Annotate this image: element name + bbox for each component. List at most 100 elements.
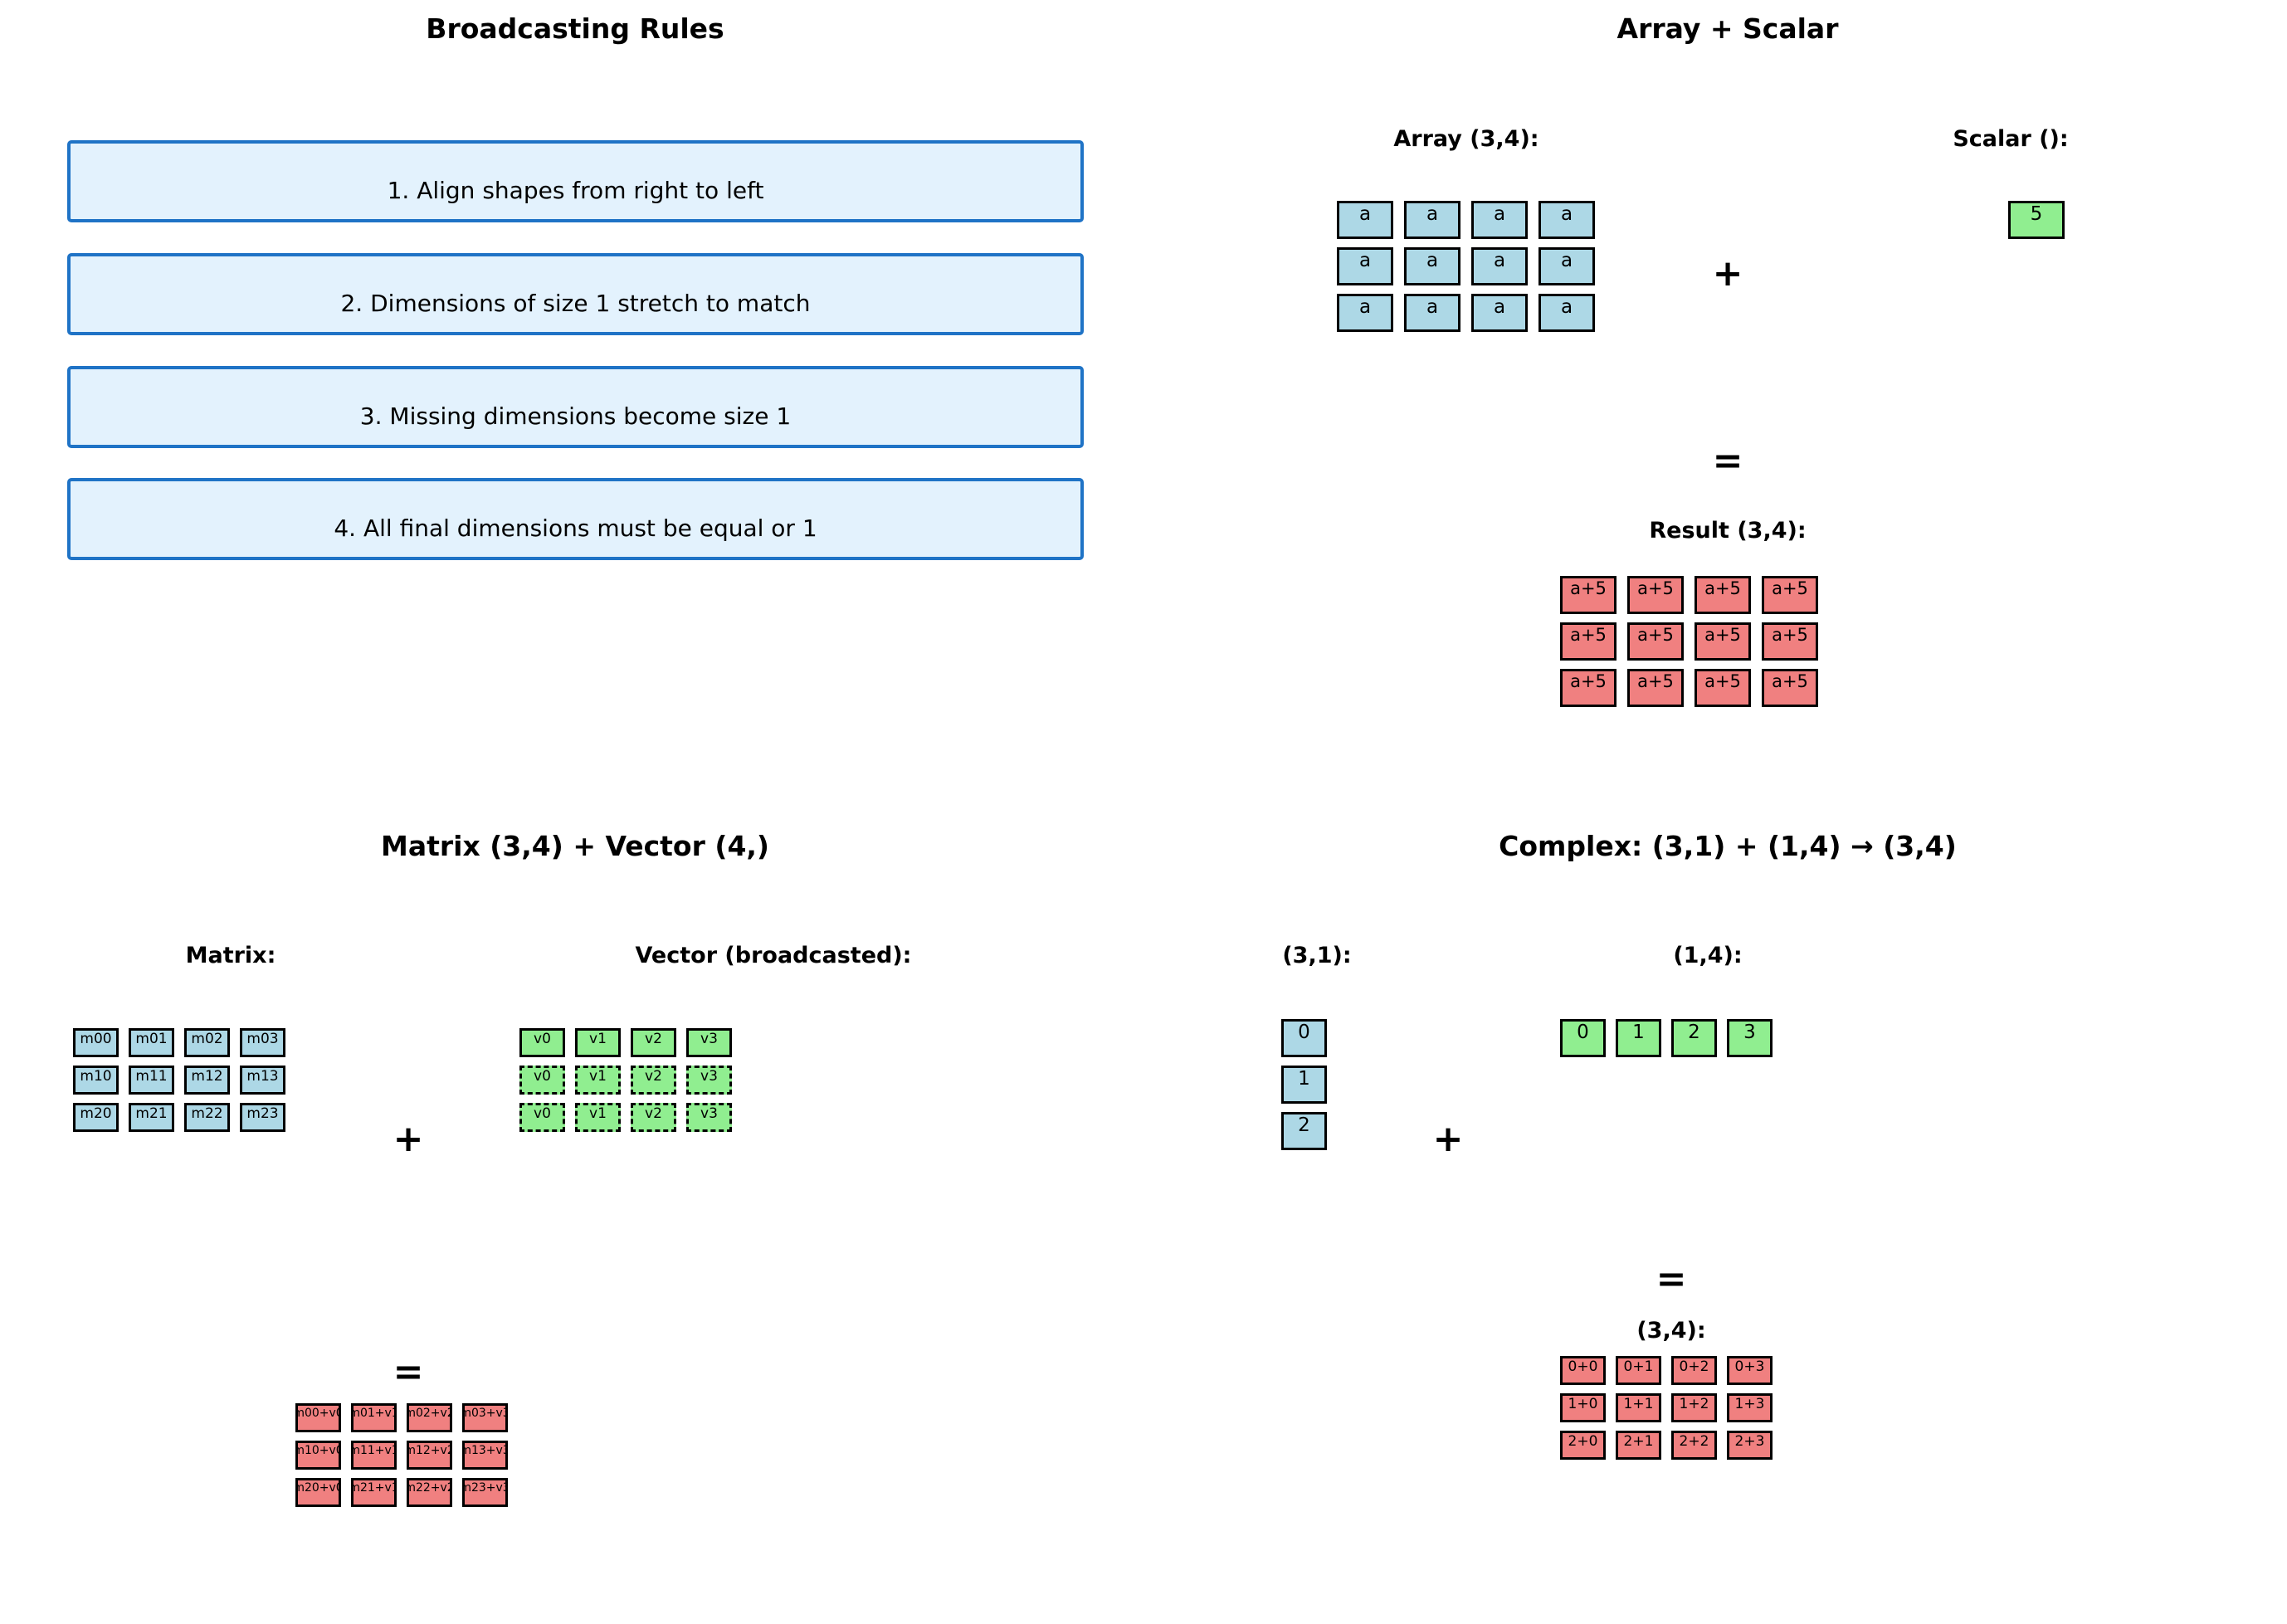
- vector-cell: v0: [519, 1103, 565, 1132]
- matrix-cell: m00: [73, 1028, 119, 1057]
- plus-operator: +: [1712, 252, 1743, 295]
- result-cell: a+5: [1560, 576, 1617, 614]
- array-cell: a: [1337, 247, 1393, 285]
- result-cell: 1+1: [1616, 1393, 1661, 1422]
- result-cell: a+5: [1627, 576, 1684, 614]
- rule-box-4: 4. All final dimensions must be equal or…: [67, 478, 1084, 560]
- matrix-cell: m22: [184, 1103, 230, 1132]
- matrix-cell: m20: [73, 1103, 119, 1132]
- result-cell: m22+v2: [407, 1478, 452, 1507]
- plus-operator: +: [393, 1118, 424, 1160]
- vector-cell: v2: [631, 1066, 676, 1095]
- rule-box-2: 2. Dimensions of size 1 stretch to match: [67, 253, 1084, 335]
- vector-cell: v3: [686, 1066, 732, 1095]
- matrix-cell: m11: [129, 1066, 174, 1095]
- result-cell: m23+v3: [462, 1478, 508, 1507]
- matrix-cell: m03: [240, 1028, 285, 1057]
- vector-cell: v3: [686, 1028, 732, 1057]
- matrix-cell: m13: [240, 1066, 285, 1095]
- result-cell: 2+3: [1727, 1431, 1773, 1460]
- matrix-cell: m21: [129, 1103, 174, 1132]
- col-cell: 2: [1281, 1112, 1327, 1150]
- col-shape-label: (3,1):: [1282, 943, 1352, 968]
- rule-text-2: 2. Dimensions of size 1 stretch to match: [340, 290, 811, 317]
- result-cell: m20+v0: [295, 1478, 341, 1507]
- result-cell: 2+2: [1671, 1431, 1717, 1460]
- panel-title-array-scalar: Array + Scalar: [1617, 12, 1839, 45]
- matrix-cell: m02: [184, 1028, 230, 1057]
- result-cell: m01+v1: [351, 1403, 397, 1432]
- vector-cell: v3: [686, 1103, 732, 1132]
- array-label: Array (3,4):: [1393, 126, 1539, 152]
- result-cell: a+5: [1560, 669, 1617, 707]
- result-label: Result (3,4):: [1649, 518, 1807, 544]
- array-cell: a: [1471, 201, 1528, 239]
- rule-box-1: 1. Align shapes from right to left: [67, 140, 1084, 222]
- matrix-cell: m23: [240, 1103, 285, 1132]
- array-cell: a: [1337, 201, 1393, 239]
- result-cell: 0+1: [1616, 1356, 1661, 1385]
- result-cell: 0+3: [1727, 1356, 1773, 1385]
- vector-cell: v2: [631, 1103, 676, 1132]
- array-cell: a: [1538, 294, 1595, 332]
- result-cell: a+5: [1560, 622, 1617, 661]
- result-cell: 0+0: [1560, 1356, 1606, 1385]
- row-cell: 2: [1671, 1019, 1717, 1057]
- col-cell: 0: [1281, 1019, 1327, 1057]
- vector-cell: v1: [575, 1103, 621, 1132]
- result-cell: m11+v1: [351, 1441, 397, 1470]
- result-cell: m02+v2: [407, 1403, 452, 1432]
- result-cell: a+5: [1695, 576, 1751, 614]
- result-cell: m13+v3: [462, 1441, 508, 1470]
- row-cell: 1: [1616, 1019, 1661, 1057]
- scalar-label: Scalar ():: [1953, 126, 2069, 152]
- array-cell: a: [1404, 247, 1460, 285]
- result-cell: 1+2: [1671, 1393, 1717, 1422]
- array-cell: a: [1404, 201, 1460, 239]
- matrix-label: Matrix:: [185, 943, 276, 968]
- result-cell: a+5: [1762, 576, 1818, 614]
- equals-operator: =: [1712, 440, 1743, 482]
- vector-cell: v1: [575, 1028, 621, 1057]
- result-cell: a+5: [1762, 669, 1818, 707]
- vector-cell: v1: [575, 1066, 621, 1095]
- result-cell: a+5: [1627, 622, 1684, 661]
- array-cell: a: [1337, 294, 1393, 332]
- rule-text-4: 4. All final dimensions must be equal or…: [334, 515, 817, 542]
- result-cell: m00+v0: [295, 1403, 341, 1432]
- matrix-cell: m12: [184, 1066, 230, 1095]
- vector-label: Vector (broadcasted):: [635, 943, 912, 968]
- result-cell: 1+3: [1727, 1393, 1773, 1422]
- scalar-cell: 5: [2008, 201, 2065, 239]
- array-cell: a: [1538, 247, 1595, 285]
- vector-cell: v2: [631, 1028, 676, 1057]
- result-cell: m21+v1: [351, 1478, 397, 1507]
- result-cell: 1+0: [1560, 1393, 1606, 1422]
- plus-operator: +: [1432, 1118, 1464, 1160]
- panel-title-complex: Complex: (3,1) + (1,4) → (3,4): [1499, 830, 1957, 862]
- rule-text-1: 1. Align shapes from right to left: [387, 177, 764, 204]
- rule-box-3: 3. Missing dimensions become size 1: [67, 366, 1084, 448]
- equals-operator: =: [1656, 1258, 1687, 1300]
- equals-operator: =: [393, 1351, 424, 1393]
- array-cell: a: [1471, 294, 1528, 332]
- rule-text-3: 3. Missing dimensions become size 1: [359, 402, 792, 430]
- result-cell: a+5: [1695, 622, 1751, 661]
- vector-cell: v0: [519, 1066, 565, 1095]
- row-shape-label: (1,4):: [1673, 943, 1743, 968]
- row-cell: 3: [1727, 1019, 1773, 1057]
- result-cell: m12+v2: [407, 1441, 452, 1470]
- row-cell: 0: [1560, 1019, 1606, 1057]
- result-cell: m10+v0: [295, 1441, 341, 1470]
- array-cell: a: [1471, 247, 1528, 285]
- panel-title-matrix-vector: Matrix (3,4) + Vector (4,): [380, 830, 770, 862]
- vector-cell: v0: [519, 1028, 565, 1057]
- result-cell: a+5: [1762, 622, 1818, 661]
- array-cell: a: [1404, 294, 1460, 332]
- result-shape-label: (3,4):: [1636, 1318, 1706, 1344]
- result-cell: 2+1: [1616, 1431, 1661, 1460]
- matrix-cell: m10: [73, 1066, 119, 1095]
- matrix-cell: m01: [129, 1028, 174, 1057]
- result-cell: 2+0: [1560, 1431, 1606, 1460]
- col-cell: 1: [1281, 1066, 1327, 1104]
